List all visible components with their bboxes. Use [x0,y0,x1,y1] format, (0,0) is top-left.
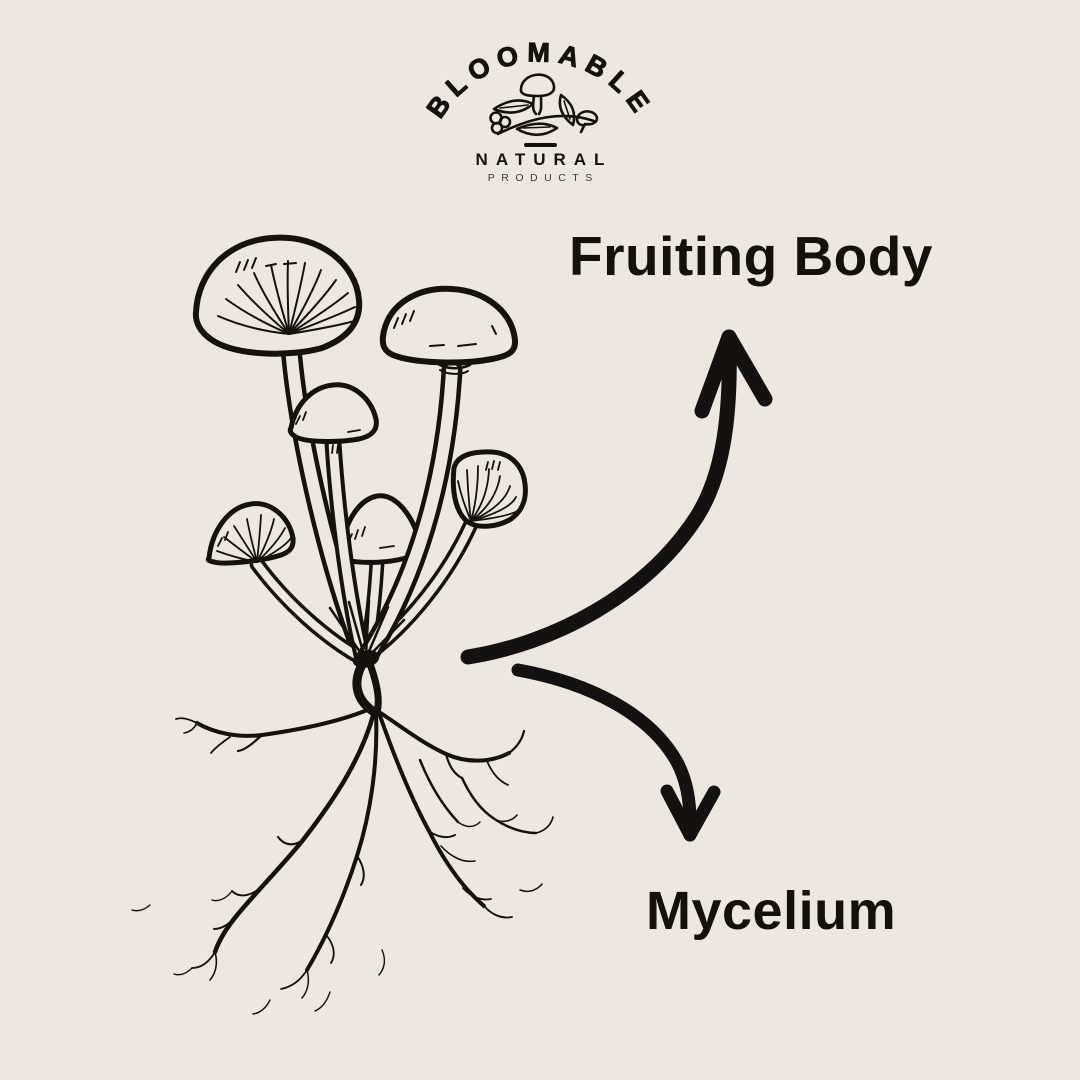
mushroom-stem [249,556,369,666]
mushroom-cap [205,501,296,566]
botanical-sprig-with-mushrooms-icon [489,73,599,137]
mushroom-stem [356,359,463,668]
mushroom-cap [287,382,379,454]
logo-products-text: PRODUCTS [487,172,599,184]
mycelium-label: Mycelium [646,881,897,941]
curved-down-arrow-icon [511,663,721,842]
curved-up-arrow-icon [460,329,773,665]
fruiting-body-label: Fruiting Body [569,225,933,287]
stem-convergence-knot [328,598,406,668]
mycelium-roots-illustration [131,658,554,1015]
mushroom-cap [192,234,363,357]
mushroom-cap [450,449,528,529]
logo-divider [524,143,557,147]
mushroom-cap [379,285,519,375]
logo-natural-text: NATURAL [475,150,613,169]
mushroom-cluster-illustration [192,234,528,668]
brand-logo: BLOOMABLE [420,37,652,137]
